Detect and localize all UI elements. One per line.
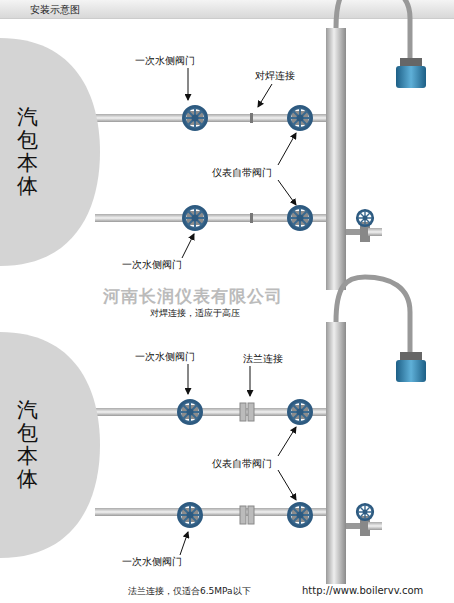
drum-body: 汽包本体: [0, 332, 100, 558]
drum-body: 汽包本体: [0, 38, 100, 266]
valve-label: 一次水侧阀门: [135, 55, 195, 67]
valve-label: 一次水侧阀门: [135, 351, 195, 363]
caption-note: 法兰连接，仅适合6.5MPa以下: [126, 586, 253, 597]
valve-label: 仪表自带阀门: [212, 167, 272, 179]
watermark: 河南长润仪表有限公司: [103, 286, 283, 306]
watermark-url: http://www.boilervv.com: [302, 585, 423, 597]
caption-note: 对焊连接，适应于高压: [148, 308, 242, 319]
valve-label: 一次水侧阀门: [122, 556, 182, 568]
drum-label: 汽包本体: [17, 106, 38, 198]
valve-label: 一次水侧阀门: [122, 259, 182, 271]
connection-label: 法兰连接: [243, 353, 283, 365]
drum-label: 汽包本体: [17, 399, 38, 491]
connection-label: 对焊连接: [255, 70, 295, 82]
drum-outline: [0, 332, 100, 558]
diagram-title: 安装示意图: [30, 3, 80, 17]
drum-outline: [0, 38, 100, 266]
valve-label: 仪表自带阀门: [212, 458, 272, 470]
